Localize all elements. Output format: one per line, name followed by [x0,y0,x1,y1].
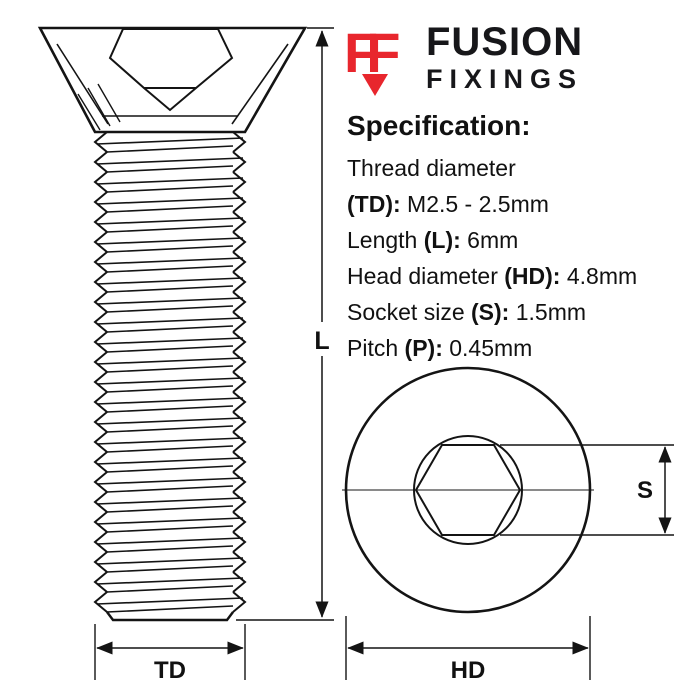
spec-line-length: Length (L): 6mm [347,222,667,258]
screw-head-top-view [342,366,594,614]
spec-label: Thread diameter [347,155,516,181]
spec-key: (S): [471,299,510,325]
spec-label: Head diameter [347,263,505,289]
spec-value: 4.8mm [560,263,638,289]
brand-name-top: FUSION [426,20,584,64]
screw-side-view [37,26,308,622]
dimension-head-diameter: HD [345,616,591,684]
spec-line-socket-size: Socket size (S): 1.5mm [347,294,667,330]
brand-name-bottom: FIXINGS [426,64,584,94]
spec-label: Length [347,227,424,253]
spec-value: 1.5mm [509,299,587,325]
dimension-socket-size: S [500,444,674,536]
hex-socket-projection [108,28,234,89]
dim-label-length: L [314,327,329,355]
spec-line-thread-diameter-label: Thread diameter [347,150,667,186]
spec-line-head-diameter: Head diameter (HD): 4.8mm [347,258,667,294]
thread-profile [94,131,246,613]
spec-line-pitch: Pitch (P): 0.45mm [347,330,667,366]
spec-line-thread-diameter-value: (TD): M2.5 - 2.5mm [347,186,667,222]
screw-tip-shape [362,74,388,96]
spec-title: Specification: [347,110,531,141]
dim-label-socket-size: S [637,477,653,504]
screw-ff-icon: FF [346,21,411,96]
spec-value: 0.45mm [442,335,533,361]
dimension-thread-diameter: TD [94,624,246,684]
spec-label: Socket size [347,299,471,325]
spec-label: Pitch [347,335,405,361]
brand-wordmark: FUSION FIXINGS [426,20,583,94]
spec-key: (L): [423,227,461,253]
spec-value: 6mm [460,227,519,253]
spec-key: (HD): [504,263,561,289]
spec-key: (TD): [347,191,401,217]
dimension-length: L [236,27,337,621]
spec-key: (P): [404,335,443,361]
specification-panel: Specification: Thread diameter (TD): M2.… [347,110,667,366]
dim-label-head-diameter: HD [451,657,486,684]
brand-logo: FF FUSION FIXINGS [346,20,666,102]
spec-value: M2.5 - 2.5mm [400,191,549,217]
dim-label-thread-diameter: TD [154,657,186,684]
